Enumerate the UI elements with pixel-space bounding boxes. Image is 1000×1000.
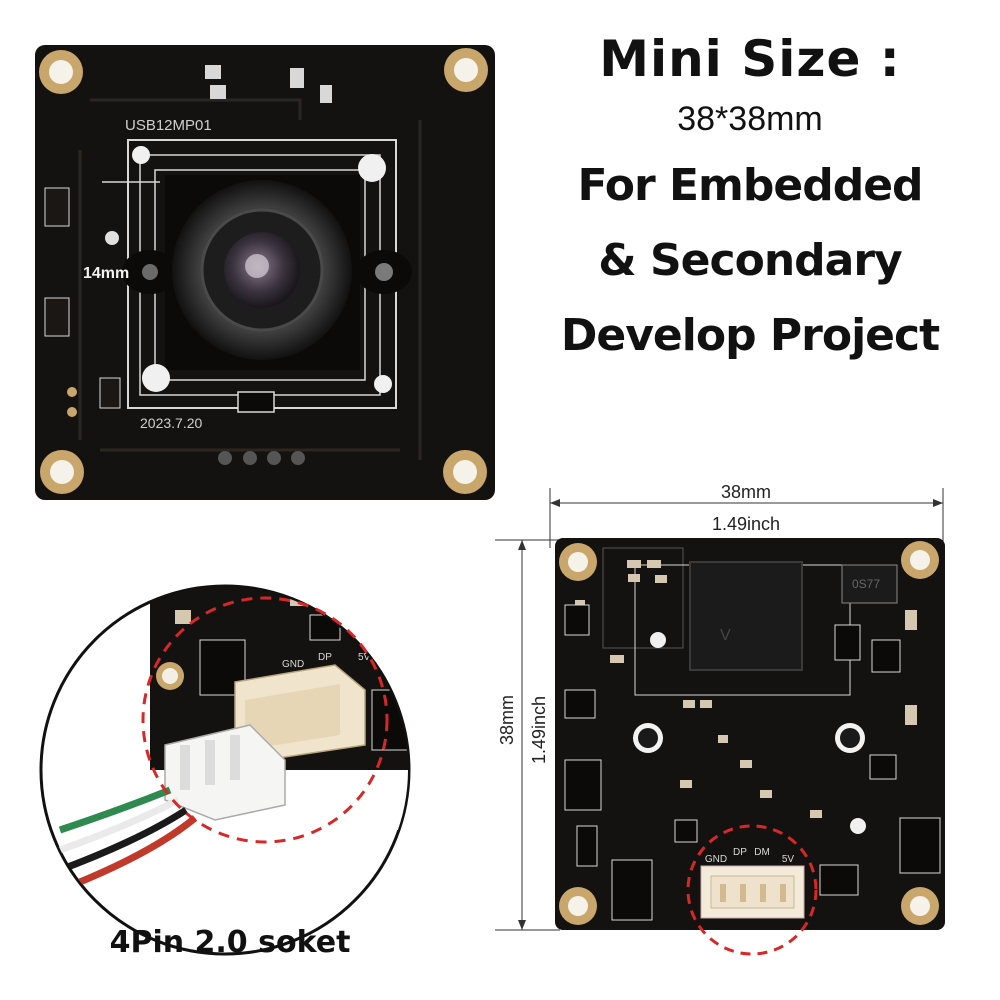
- board-date-label: 2023.7.20: [140, 415, 202, 431]
- headline-line-1: For Embedded: [577, 160, 923, 211]
- mounting-hole-icon: [559, 541, 939, 925]
- chip-mark-label: 0S77: [852, 577, 880, 591]
- height-mm-label: 38mm: [497, 695, 517, 745]
- pin-label-dp: DP: [733, 847, 747, 858]
- headline-line-3: Develop Project: [560, 310, 940, 361]
- pin-label-dm: DM: [754, 847, 770, 858]
- back-board-diagram: 38mm 1.49inch 38mm 1.49inch V 0S77: [495, 482, 945, 956]
- height-inch-label: 1.49inch: [529, 696, 549, 764]
- headline-title: Mini Size :: [599, 30, 901, 88]
- svg-text:V: V: [720, 627, 731, 644]
- lens-size-label: 14mm: [83, 265, 129, 282]
- width-mm-label: 38mm: [721, 482, 771, 502]
- socket-caption: 4Pin 2.0 soket: [109, 925, 351, 960]
- pin-label-5v: 5V: [782, 854, 795, 865]
- headline-size: 38*38mm: [677, 100, 823, 138]
- pin-label-gnd: GND: [705, 854, 727, 865]
- mounting-hole-icon: [39, 48, 488, 494]
- front-camera-board: USB12MP01 2023.7.20 14mm: [35, 45, 495, 500]
- width-inch-label: 1.49inch: [712, 514, 780, 534]
- headline-line-2: & Secondary: [598, 235, 902, 286]
- closeup-gnd-label: GND: [282, 659, 304, 670]
- closeup-5v-label: 5V: [358, 652, 371, 663]
- socket-closeup: GND DP 5V: [39, 584, 411, 956]
- closeup-dp-label: DP: [318, 652, 332, 663]
- board-model-label: USB12MP01: [125, 117, 212, 134]
